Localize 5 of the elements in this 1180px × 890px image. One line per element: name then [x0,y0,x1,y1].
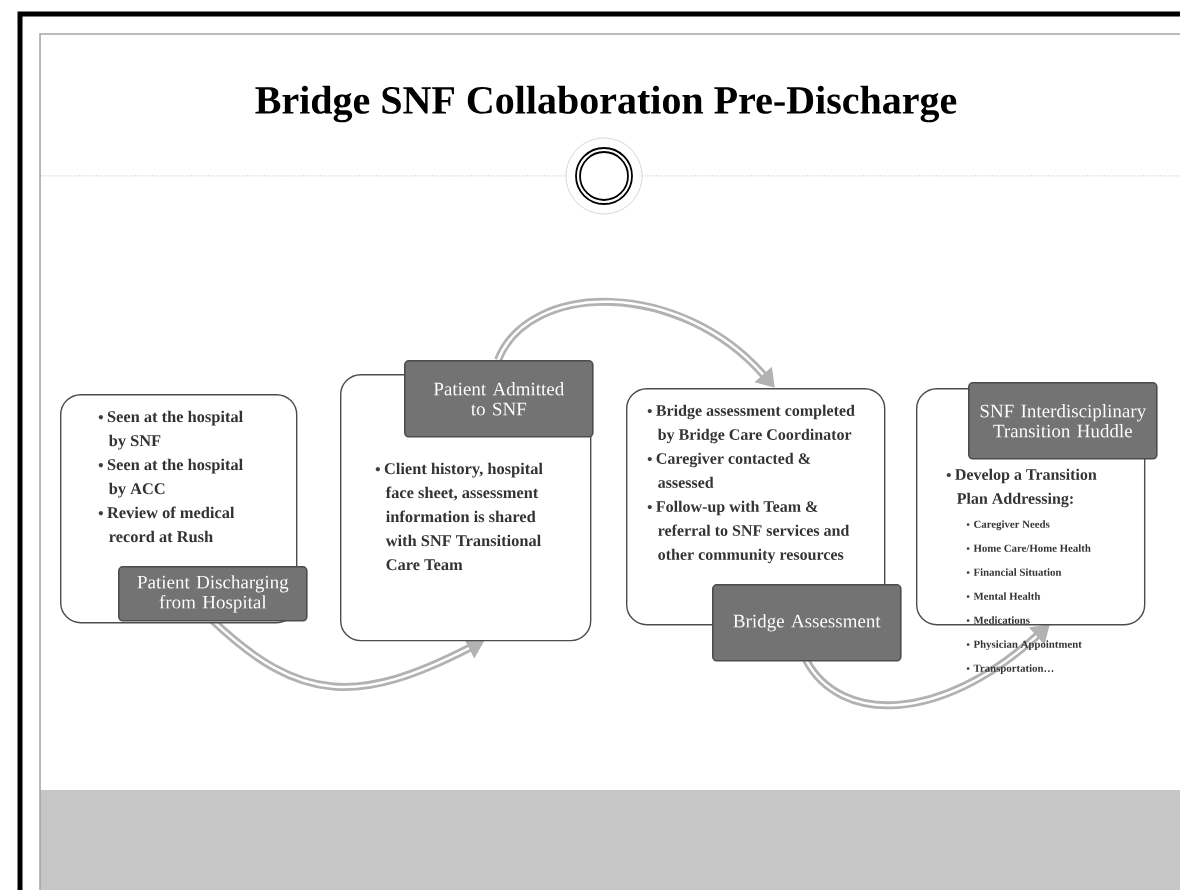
title: Bridge SNF Collaboration Pre-Discharge [255,85,957,123]
label-box: Patient Admitted to SNF [404,360,594,438]
label-box: Bridge Assessment [712,584,902,662]
curved-arrow [802,624,1050,709]
label-box: SNF Interdisciplinary Transition Huddle [968,381,1158,460]
